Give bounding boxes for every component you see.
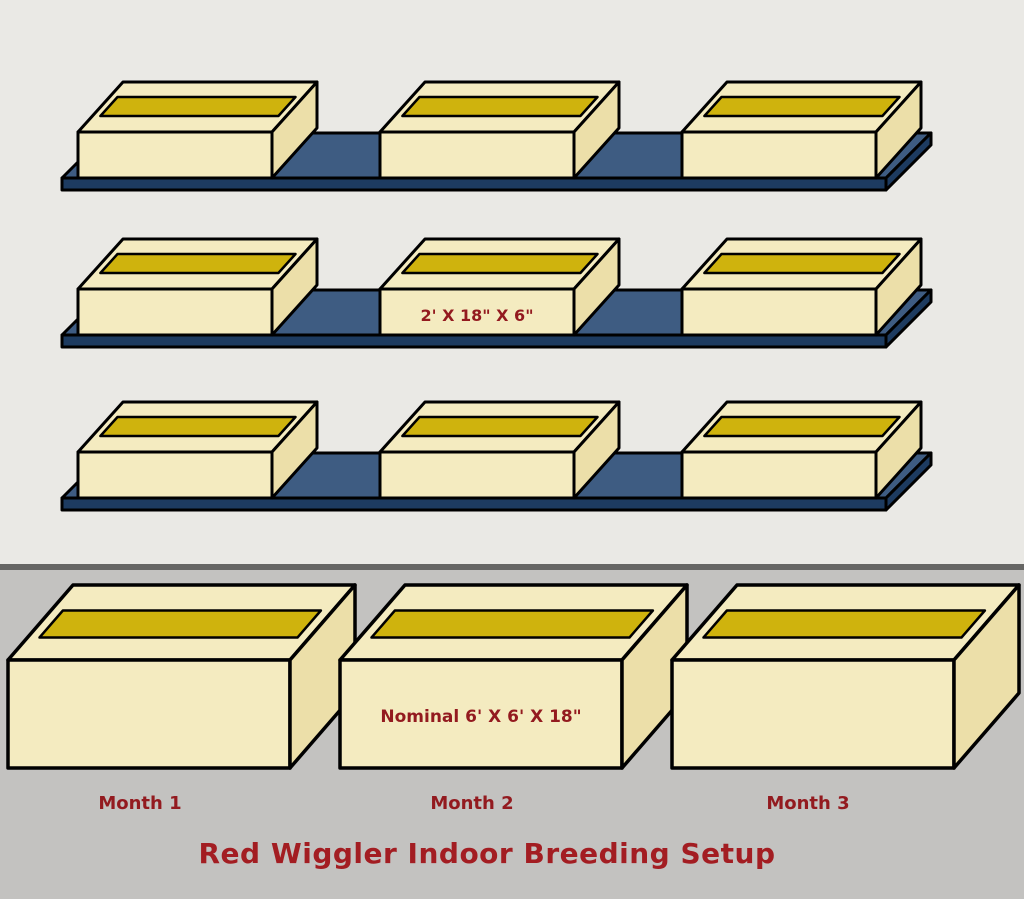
worm-tray-r2c1 [76,237,319,337]
worm-tray-r2c3 [680,237,923,337]
diagram-title: Red Wiggler Indoor Breeding Setup [199,837,776,870]
bin-dimensions-label: Nominal 6' X 6' X 18" [380,707,581,727]
breeding-bin-2 [338,583,689,770]
worm-tray-r1c1 [76,80,319,180]
breeding-bin-3 [670,583,1021,770]
worm-tray-r1c3 [680,80,923,180]
tray-dimensions-label: 2' X 18" X 6" [420,306,533,325]
month-1-label: Month 1 [98,793,181,814]
worm-tray-r3c2 [378,400,621,500]
worm-tray-r1c2 [378,80,621,180]
breeding-bin-1 [6,583,357,770]
month-3-label: Month 3 [766,793,849,814]
section-divider [0,564,1024,570]
worm-tray-r3c1 [76,400,319,500]
worm-tray-r3c3 [680,400,923,500]
month-2-label: Month 2 [430,793,513,814]
